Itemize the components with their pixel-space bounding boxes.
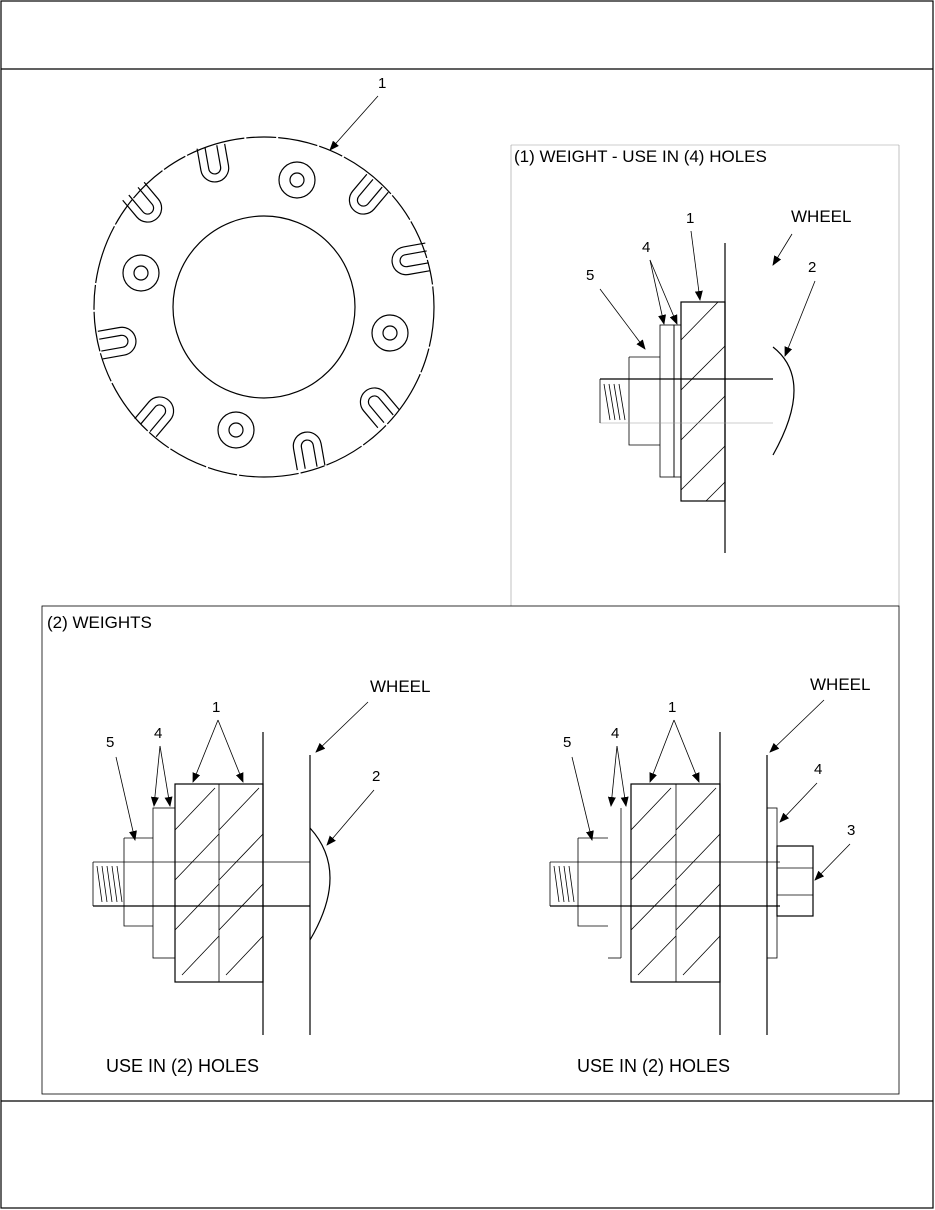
left-wheel-leader: [315, 701, 369, 753]
single-bolt-head-leader: [784, 280, 816, 357]
single-washer-leader-b: [649, 259, 678, 325]
right-weights-leader-a: [649, 719, 675, 783]
right-spacer-leader: [571, 756, 594, 841]
single-bolt-head: [772, 346, 795, 456]
single-washer: [659, 324, 675, 478]
panel-single-weight: (1) WEIGHT - USE IN (4) HOLES WHEEL: [510, 144, 900, 606]
left-callout-spacer: 5: [106, 734, 114, 751]
slot-hole: [348, 173, 389, 215]
single-wheel-label: WHEEL: [791, 207, 851, 226]
single-weight-leader: [690, 230, 703, 301]
right-callout-nut: 3: [847, 822, 855, 839]
single-spacer-leader: [599, 288, 646, 350]
right-callout-spacer: 5: [563, 734, 571, 751]
round-hole: [371, 314, 409, 352]
left-wheel-label: WHEEL: [370, 677, 430, 696]
left-spacer: [123, 837, 153, 927]
slot-hole: [359, 387, 400, 429]
single-callout-washer: 4: [642, 239, 650, 256]
right-caption: USE IN (2) HOLES: [577, 1056, 730, 1076]
right-nut-leader: [814, 843, 851, 881]
slot-hole: [97, 326, 137, 360]
left-weights-leader-b: [217, 719, 244, 783]
slot-hole: [196, 143, 230, 183]
single-wheel-leader: [772, 233, 793, 266]
right-outer-washer: [766, 807, 778, 959]
left-washer: [152, 807, 176, 959]
round-hole: [217, 411, 255, 449]
single-callout-bolt-head: 2: [808, 259, 816, 276]
slot-hole: [122, 181, 163, 223]
single-bolt: [599, 378, 773, 424]
right-weights-leader-b: [673, 719, 700, 783]
single-spacer: [628, 356, 660, 446]
slot-hole: [391, 242, 431, 276]
left-spacer-leader: [115, 756, 137, 841]
single-weight: [680, 301, 726, 502]
left-washer-leader-b: [159, 745, 173, 807]
left-weights-leader-a: [192, 719, 219, 783]
right-callout-weights: 1: [668, 699, 676, 716]
left-callout-weights: 1: [212, 699, 220, 716]
right-bolt: [549, 861, 780, 907]
right-washer-leader-b: [616, 745, 629, 807]
wheel-callout-leader: [329, 95, 379, 151]
round-hole: [278, 161, 316, 199]
right-callout-outer-washer: 4: [814, 761, 822, 778]
right-callout-washer: 4: [611, 725, 619, 742]
right-washer-leader-a: [607, 745, 618, 807]
right-weights: [630, 783, 721, 983]
panel-two-weights: (2) WEIGHTS WHEEL: [41, 605, 900, 1095]
right-outer-washer-leader: [779, 782, 818, 823]
left-weights: [174, 783, 264, 983]
single-washer-leader-a: [649, 259, 666, 325]
left-bolt-head: [309, 827, 331, 941]
right-nut: [776, 845, 814, 917]
panel-single-title: (1) WEIGHT - USE IN (4) HOLES: [514, 147, 767, 166]
left-callout-washer: 4: [154, 725, 162, 742]
right-assembly: WHEEL: [549, 675, 870, 1076]
panel-double-title: (2) WEIGHTS: [47, 613, 152, 632]
wheel-callout: 1: [378, 75, 386, 92]
single-callout-weight: 1: [686, 210, 694, 227]
wheel-front-view: 1: [93, 75, 435, 478]
slot-hole: [292, 431, 326, 471]
left-caption: USE IN (2) HOLES: [106, 1056, 259, 1076]
single-callout-spacer: 5: [586, 267, 594, 284]
left-assembly: WHEEL: [92, 677, 430, 1076]
left-bolt-head-leader: [326, 789, 375, 846]
right-spacer: [577, 837, 608, 927]
left-washer-leader-a: [150, 745, 161, 807]
right-wheel-label: WHEEL: [810, 675, 870, 694]
left-bolt: [92, 861, 310, 907]
right-wheel-leader: [769, 699, 825, 753]
left-callout-bolt-head: 2: [372, 768, 380, 785]
slot-hole: [134, 396, 175, 438]
round-hole: [122, 254, 160, 292]
